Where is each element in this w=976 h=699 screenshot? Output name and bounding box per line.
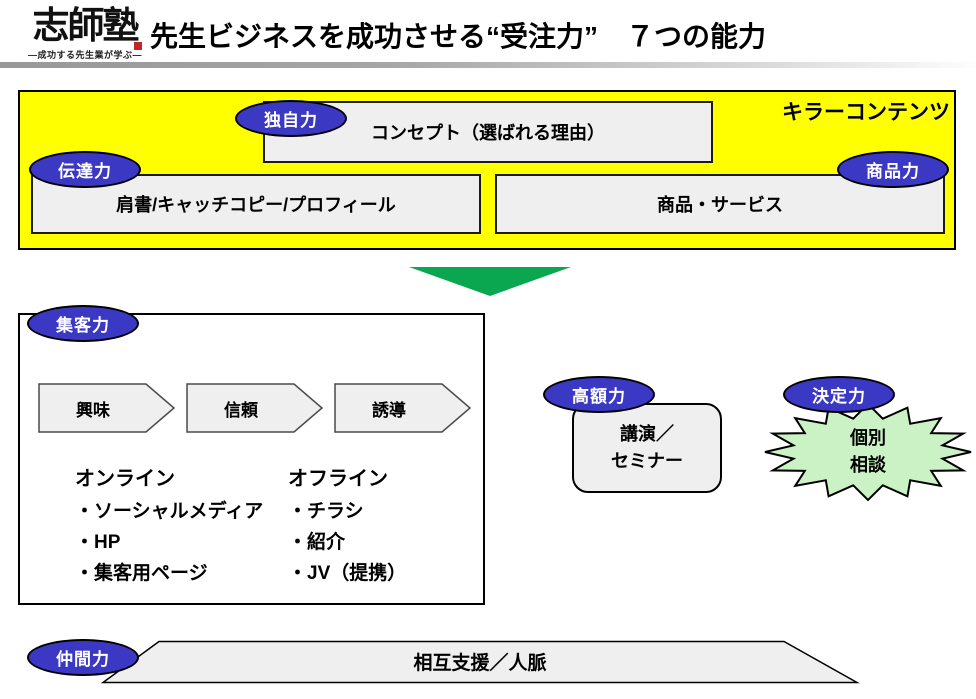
step-label: 興味 <box>76 400 110 420</box>
list-item: ・紹介 <box>288 532 346 553</box>
list-item: ・集客用ページ <box>75 563 208 584</box>
badge-delivery-power: 伝達力 <box>29 151 141 188</box>
step-label: 信頼 <box>224 400 258 420</box>
online-list: オンライン ・ソーシャルメディア ・HP ・集客用ページ <box>75 466 263 589</box>
list-item: ・ソーシャルメディア <box>75 501 264 522</box>
logo-tagline: ―成功する先生業が学ぶ― <box>27 49 142 60</box>
badge-product-power: 商品力 <box>837 151 949 188</box>
list-item: ・チラシ <box>288 501 364 522</box>
step-interest: 興味 <box>38 383 176 433</box>
chevron-arrow-icon <box>186 383 324 433</box>
online-heading: オンライン <box>75 468 175 490</box>
header-divider <box>0 62 976 68</box>
chevron-arrow-icon <box>334 383 472 433</box>
badge-attraction-power: 集客力 <box>27 305 139 342</box>
badge-high-price-power: 高額力 <box>543 376 655 413</box>
product-box: 商品・サービス <box>495 174 945 234</box>
chevron-arrow-icon <box>38 383 176 433</box>
network-label: 相互支援／人脈 <box>413 652 547 674</box>
seminar-box: 講演／ セミナー <box>572 403 722 493</box>
step-trust: 信頼 <box>186 383 324 433</box>
consult-label: 個別 相談 <box>850 428 886 475</box>
offline-list: オフライン ・チラシ ・紹介 ・JV（提携） <box>288 466 406 589</box>
badge-unique-power: 独自力 <box>235 100 347 137</box>
badge-decision-power: 決定力 <box>783 376 895 413</box>
list-item: ・JV（提携） <box>288 563 407 584</box>
starburst-icon <box>764 402 972 502</box>
list-item: ・HP <box>75 532 121 553</box>
down-arrow-icon <box>409 267 571 296</box>
step-label: 誘導 <box>372 400 406 420</box>
badge-network-power: 仲間力 <box>27 639 139 676</box>
profile-box: 肩書/キャッチコピー/プロフィール <box>31 174 481 234</box>
killer-contents-heading: キラーコンテンツ <box>782 101 950 124</box>
red-seal-icon <box>134 42 142 50</box>
step-guide: 誘導 <box>334 383 472 433</box>
offline-heading: オフライン <box>288 468 388 490</box>
logo: 志師塾 ―成功する先生業が学ぶ― <box>22 4 148 61</box>
logo-brand: 志師塾 <box>32 3 140 47</box>
page-title: 先生ビジネスを成功させる“受注力” ７つの能力 <box>150 21 767 52</box>
attraction-panel <box>18 313 485 605</box>
